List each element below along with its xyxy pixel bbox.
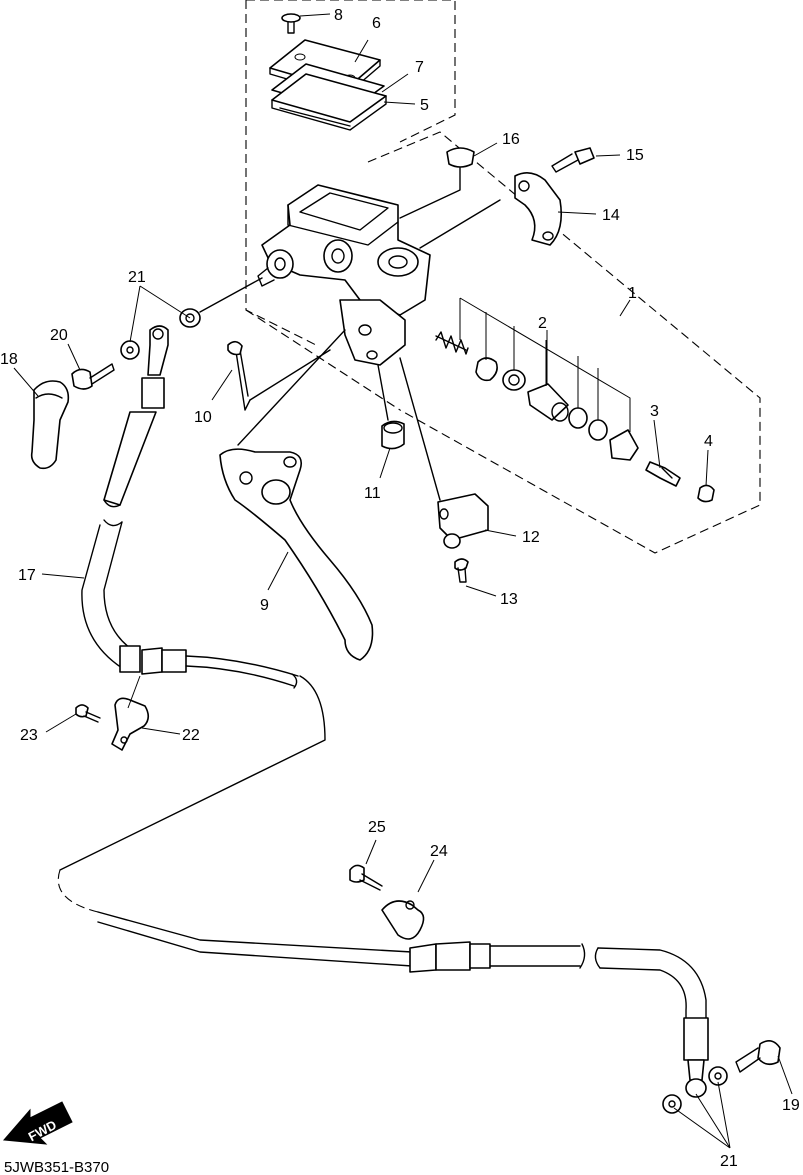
hose-clamp-upper [75,697,150,751]
callout-24: 24 [430,843,448,860]
callout-12: 12 [522,529,540,546]
callout-18: 18 [0,351,18,368]
reservoir-cap-group [269,13,387,131]
callout-21-lower: 21 [720,1153,738,1170]
assembly-boundaries [245,0,761,554]
brake-switch [399,357,489,583]
callout-5: 5 [420,97,429,114]
diagram-code: 5JWB351-B370 [4,1159,109,1175]
piston-kit [435,297,715,503]
forward-arrow-icon: FWD [2,1101,73,1145]
master-cylinder-body [257,184,431,366]
brake-hose-lower [97,864,709,1098]
callout-1: 1 [628,285,637,302]
callout-labels: 8 6 7 5 16 15 14 1 2 3 4 21 20 18 10 11 … [0,7,800,1170]
lever-assembly [219,329,405,661]
callout-10: 10 [194,409,212,426]
union-bolt-lower [662,1040,781,1114]
callout-14: 14 [602,207,620,224]
callout-17: 17 [18,567,36,584]
callout-13: 13 [500,591,518,608]
callout-21-upper: 21 [128,269,146,286]
callout-20: 20 [50,327,68,344]
brake-hose-upper [30,277,326,913]
callout-16: 16 [502,131,520,148]
callout-2: 2 [538,315,547,332]
callout-25: 25 [368,819,386,836]
callout-4: 4 [704,433,713,450]
leader-lines [13,13,793,1149]
callout-11: 11 [364,485,381,502]
callout-19: 19 [782,1097,800,1114]
callout-7: 7 [415,59,424,76]
cap-bolt-holder [399,147,595,249]
callout-8: 8 [334,7,343,24]
callout-6: 6 [372,15,381,32]
callout-15: 15 [626,147,644,164]
callout-3: 3 [650,403,659,420]
callout-23: 23 [20,727,38,744]
callout-9: 9 [260,597,269,614]
callout-22: 22 [182,727,200,744]
